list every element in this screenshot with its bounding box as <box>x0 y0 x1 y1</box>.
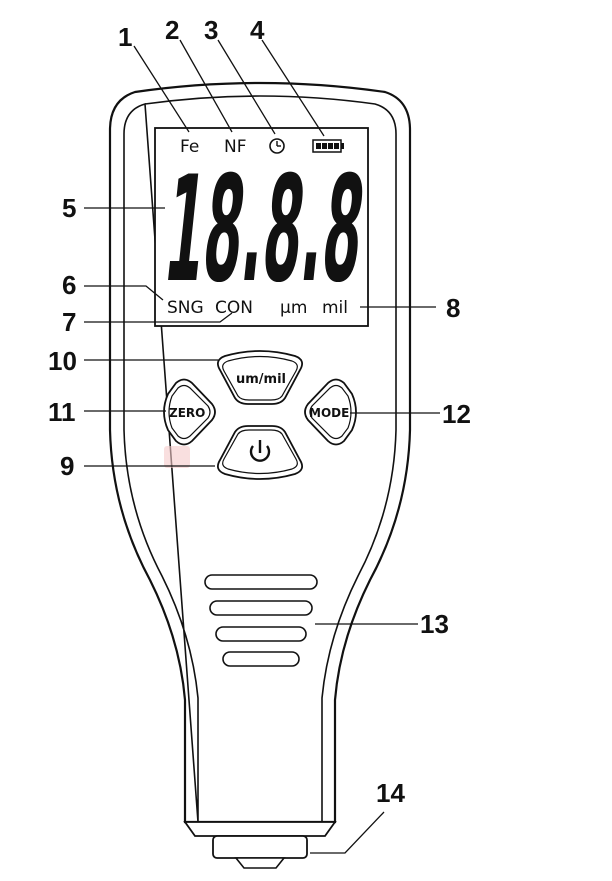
unit-button-label: um/mil <box>236 372 286 387</box>
probe-tip <box>183 821 337 869</box>
grill-slot <box>215 626 307 642</box>
power-icon <box>249 440 271 462</box>
zero-button-label: ZERO <box>169 406 205 420</box>
callout-7: 7 <box>62 307 76 337</box>
leader-3 <box>217 39 276 135</box>
fe-indicator: Fe <box>180 137 199 157</box>
callout-8: 8 <box>446 293 460 323</box>
speaker-grill <box>204 574 318 667</box>
leader-2 <box>179 39 233 133</box>
mode-button-label: MODE <box>309 406 349 420</box>
leader-1 <box>133 45 190 133</box>
grill-slot <box>204 574 318 590</box>
device-body-outer <box>108 81 412 824</box>
battery-icon <box>312 139 344 153</box>
zero-button[interactable]: ZERO <box>163 378 216 446</box>
con-indicator: CON <box>215 298 253 318</box>
leader-lines <box>84 39 440 854</box>
callout-11: 11 <box>48 397 76 427</box>
um-indicator: µm <box>280 298 307 318</box>
callout-2: 2 <box>165 15 179 45</box>
callout-3: 3 <box>204 15 218 45</box>
clock-icon <box>269 138 285 154</box>
lcd-screen <box>154 127 369 327</box>
leader-7 <box>84 312 233 323</box>
callout-4: 4 <box>250 15 265 45</box>
main-reading: 18.8.8 <box>158 144 372 315</box>
unit-button[interactable]: um/mil <box>216 350 304 405</box>
grill-slot <box>209 600 313 616</box>
leader-6 <box>84 285 164 301</box>
callout-numbers: 1 2 3 4 5 6 7 8 9 10 11 12 13 14 <box>48 15 471 808</box>
callout-9: 9 <box>60 451 74 481</box>
nf-indicator: NF <box>224 137 247 157</box>
callout-5: 5 <box>62 193 76 223</box>
leader-14 <box>310 811 385 854</box>
sng-indicator: SNG <box>167 298 204 318</box>
mode-button[interactable]: MODE <box>304 378 357 446</box>
grill-slot <box>222 651 300 667</box>
power-button[interactable] <box>216 425 304 480</box>
watermark-mark <box>164 446 190 468</box>
callout-6: 6 <box>62 270 76 300</box>
device-body-inner <box>123 95 397 823</box>
mil-indicator: mil <box>322 298 348 318</box>
callout-13: 13 <box>420 609 449 639</box>
callout-12: 12 <box>442 399 471 429</box>
leader-4 <box>261 39 325 137</box>
callout-1: 1 <box>118 22 132 52</box>
callout-10: 10 <box>48 346 77 376</box>
callout-14: 14 <box>376 778 405 808</box>
